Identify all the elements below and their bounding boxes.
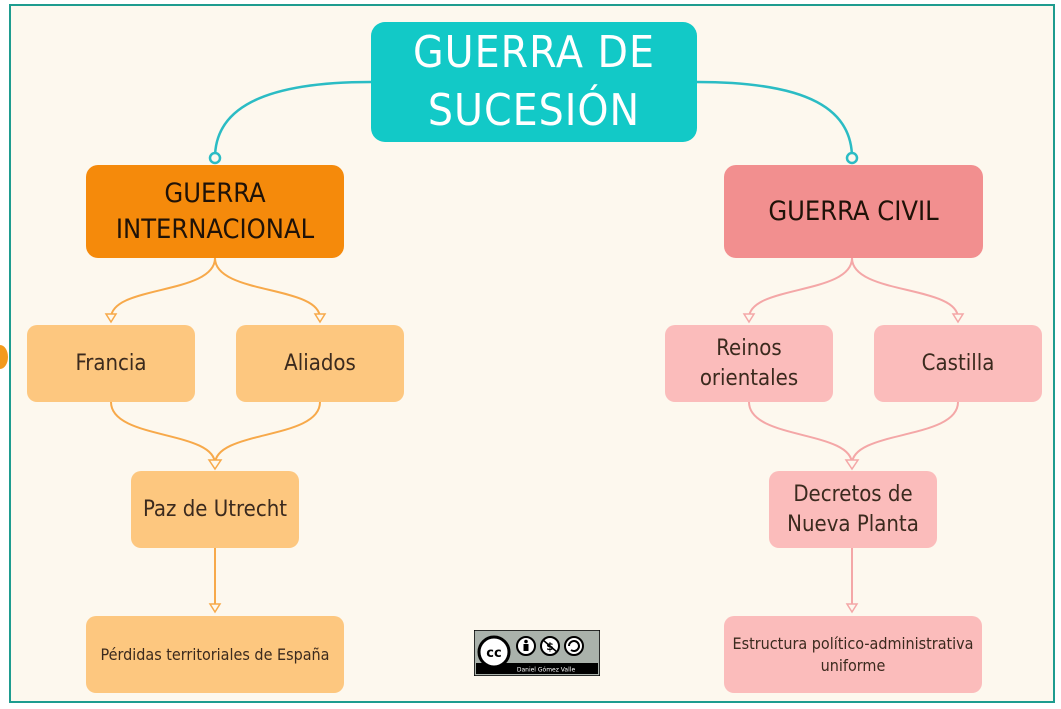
root-title-line1: GUERRA DE xyxy=(412,27,656,78)
arrow-paz xyxy=(207,459,223,471)
connector-dot-left xyxy=(208,151,222,165)
reinos-label-line2: orientales xyxy=(699,365,799,391)
arrow-decretos xyxy=(844,459,860,471)
civil-war-node[interactable]: GUERRA CIVIL xyxy=(724,165,983,258)
cc-text: cc xyxy=(486,646,501,661)
castilla-node[interactable]: Castilla xyxy=(874,325,1042,402)
connector-reinos-decretos xyxy=(748,401,853,465)
connector-civil-castilla xyxy=(851,257,959,319)
aliados-label: Aliados xyxy=(284,351,356,376)
estructura-label-line2: uniforme xyxy=(820,655,886,675)
arrow-castilla xyxy=(951,313,965,324)
castilla-label: Castilla xyxy=(921,350,995,376)
connector-civil-reinos xyxy=(748,257,853,319)
arrow-aliados xyxy=(313,313,327,324)
sa-icon xyxy=(564,636,584,656)
international-war-node[interactable]: GUERRA INTERNACIONAL xyxy=(86,165,344,258)
license-author: Daniel Gómez Valle xyxy=(517,667,576,674)
francia-label: Francia xyxy=(75,351,147,376)
edge-handle[interactable] xyxy=(0,345,8,369)
arrow-francia xyxy=(104,313,118,324)
francia-node[interactable]: Francia xyxy=(27,325,195,402)
connector-aliados-paz xyxy=(214,401,321,465)
cc-icon xyxy=(477,635,511,669)
connector-root-civil xyxy=(696,80,854,159)
connector-root-international xyxy=(213,80,372,159)
arrow-perdidas xyxy=(208,603,222,614)
arrow-reinos xyxy=(742,313,756,324)
connector-francia-paz xyxy=(110,401,216,465)
perdidas-label: Pérdidas territoriales de España xyxy=(100,645,330,664)
decretos-label-line2: Nueva Planta xyxy=(787,511,919,537)
decretos-label-line1: Decretos de xyxy=(793,481,913,507)
creative-commons-badge[interactable]: cc $ Daniel Gómez Valle xyxy=(474,630,600,676)
arrow-estructura xyxy=(845,603,859,614)
international-title-line1: GUERRA xyxy=(164,177,266,209)
estructura-label-line1: Estructura político-administrativa xyxy=(732,633,974,653)
connector-int-francia xyxy=(110,257,216,319)
perdidas-node[interactable]: Pérdidas territoriales de España xyxy=(86,616,344,693)
reinos-orientales-node[interactable]: Reinos orientales xyxy=(665,325,833,402)
estructura-node[interactable]: Estructura político-administrativa unifo… xyxy=(724,616,982,693)
connector-castilla-decretos xyxy=(851,401,959,465)
root-title-line2: SUCESIÓN xyxy=(427,85,641,136)
root-node[interactable]: GUERRA DE SUCESIÓN xyxy=(371,22,697,142)
connector-dot-right xyxy=(845,151,859,165)
paz-utrecht-label: Paz de Utrecht xyxy=(142,497,288,522)
reinos-label-line1: Reinos xyxy=(716,335,782,361)
paz-utrecht-node[interactable]: Paz de Utrecht xyxy=(131,471,299,548)
connector-int-aliados xyxy=(214,257,321,319)
civil-title: GUERRA CIVIL xyxy=(768,196,939,227)
decretos-node[interactable]: Decretos de Nueva Planta xyxy=(769,471,937,548)
aliados-node[interactable]: Aliados xyxy=(236,325,404,402)
international-title-line2: INTERNACIONAL xyxy=(115,213,315,245)
